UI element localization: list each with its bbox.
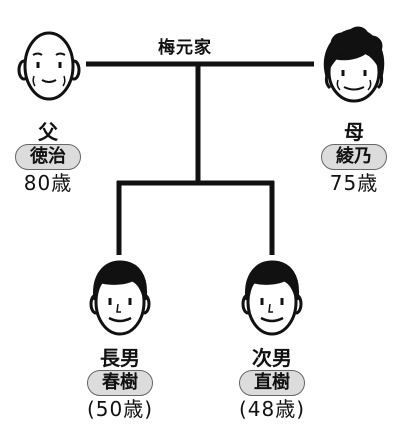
mother-role-label: 母	[344, 120, 364, 144]
father-age-label: 80歳	[23, 171, 73, 195]
son2-age-label: (48歳)	[238, 397, 306, 421]
mother-name-badge: 綾乃	[321, 144, 387, 170]
son1-name-badge: 春樹	[87, 370, 153, 396]
son2-role-label: 次男	[252, 346, 292, 370]
son2-face-icon	[241, 260, 303, 336]
mother-face-icon	[323, 26, 385, 103]
family-name-label: 梅元家	[158, 38, 212, 58]
father-info: 父 徳治 80歳	[0, 120, 96, 196]
father-role-label: 父	[38, 120, 58, 144]
mother-info: 母 綾乃 75歳	[308, 120, 400, 196]
son1-role-label: 長男	[100, 346, 140, 370]
tree-connectors	[86, 61, 314, 255]
son1-face-icon	[89, 260, 151, 336]
son2-info: 次男 直樹 (48歳)	[218, 346, 326, 422]
son1-age-label: (50歳)	[86, 397, 154, 421]
father-face-icon	[17, 31, 81, 101]
son2-name-badge: 直樹	[239, 370, 305, 396]
son1-info: 長男 春樹 (50歳)	[66, 346, 174, 422]
mother-age-label: 75歳	[329, 171, 379, 195]
father-name-badge: 徳治	[15, 144, 81, 170]
